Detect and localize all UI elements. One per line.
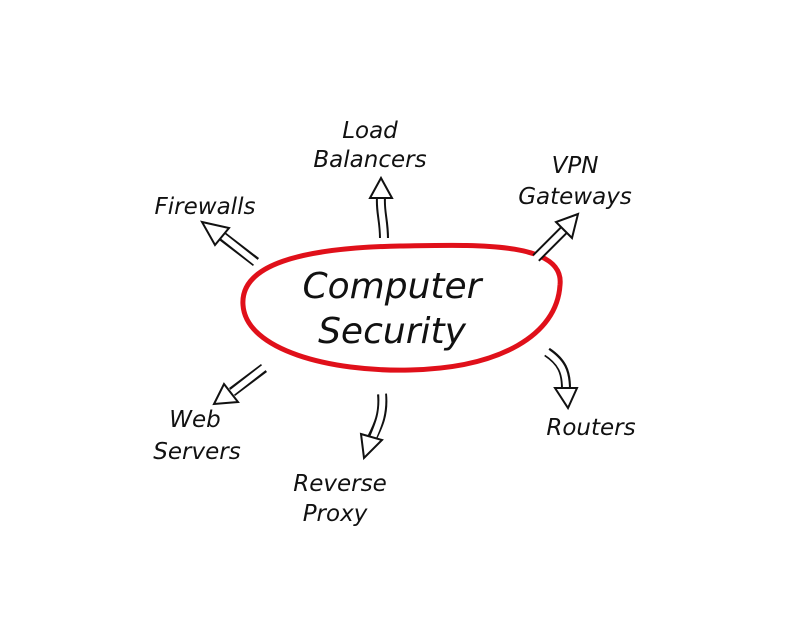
- node-vpn-gateways: VPN Gateways: [518, 153, 632, 210]
- arrow-firewalls: [200, 220, 260, 267]
- node-web-servers: Web Servers: [153, 407, 240, 465]
- node-routers: Routers: [546, 415, 635, 441]
- arrow-load-balancers: [368, 175, 394, 241]
- center-title-line1: Computer: [303, 266, 484, 307]
- center-title-line2: Security: [318, 311, 467, 352]
- node-label-line1: Web: [169, 407, 221, 433]
- node-label-line1: Firewalls: [155, 194, 256, 220]
- node-label-line2: Gateways: [518, 184, 632, 210]
- node-label-line1: Reverse: [293, 471, 386, 497]
- node-label-line2: Servers: [153, 439, 240, 465]
- center-ellipse: [240, 242, 563, 373]
- node-label-line1: Load: [342, 118, 398, 144]
- node-firewalls: Firewalls: [155, 194, 256, 220]
- arrow-web-servers: [212, 363, 268, 406]
- node-label-line1: Routers: [546, 415, 635, 441]
- arrow-routers: [543, 347, 579, 411]
- arrow-reverse-proxy: [359, 391, 388, 461]
- node-label-line1: VPN: [552, 153, 599, 179]
- node-label-line2: Proxy: [303, 501, 368, 527]
- node-reverse-proxy: Reverse Proxy: [293, 471, 386, 527]
- node-load-balancers: Load Balancers: [313, 118, 426, 173]
- node-label-line2: Balancers: [313, 147, 426, 173]
- arrow-vpn-gateways: [531, 212, 580, 263]
